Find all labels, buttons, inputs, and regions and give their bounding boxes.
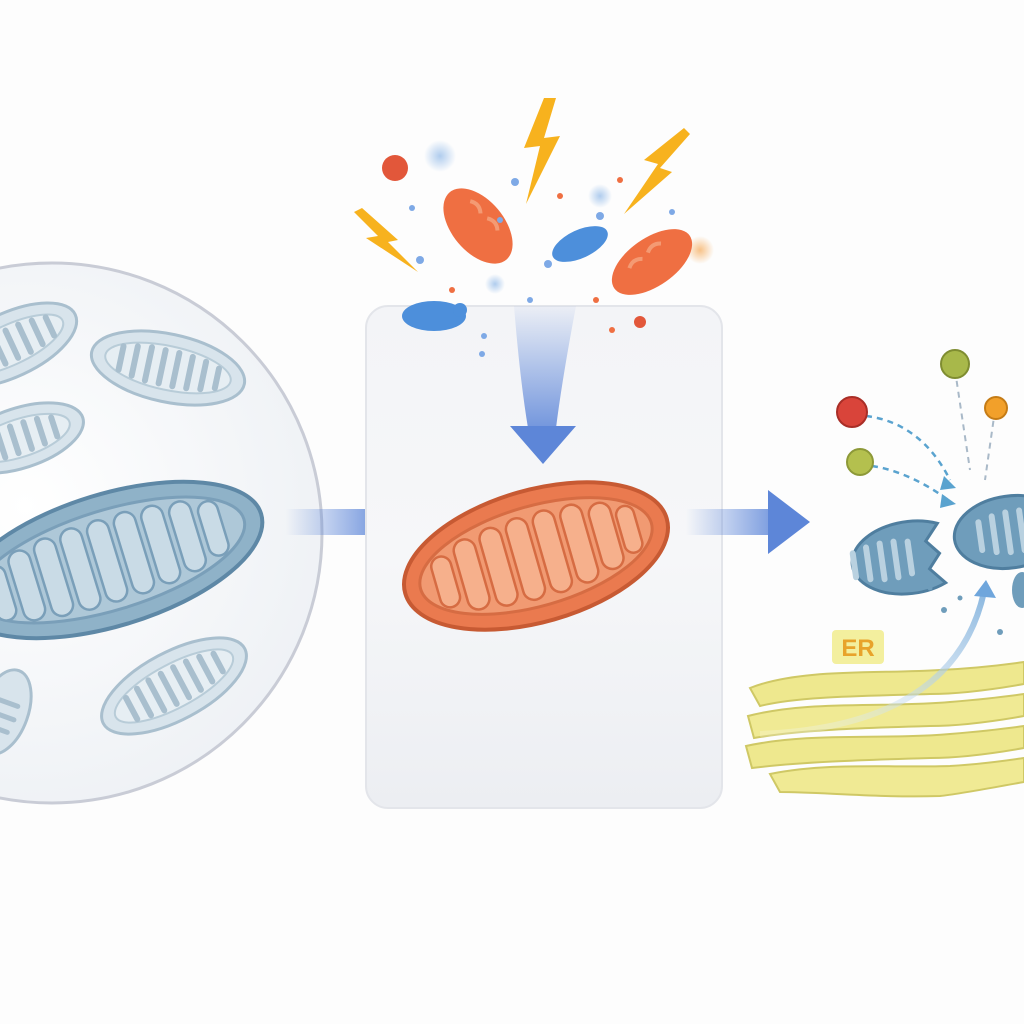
lightning-icon-3	[354, 208, 418, 272]
small-mitochondrion-5	[0, 668, 33, 756]
small-mitochondrion-1	[0, 301, 79, 389]
lightning-icon-1	[524, 98, 560, 204]
stressor-particle	[402, 301, 467, 331]
stressor-cloud	[354, 98, 714, 357]
signal-molecules	[836, 349, 1008, 635]
molecule-green	[846, 448, 874, 476]
small-mitochondrion-3	[0, 401, 85, 475]
stressor-specks	[409, 177, 675, 357]
mitochondrion-fragment-edge	[1012, 572, 1024, 608]
stressor-particle	[611, 229, 693, 295]
mitochondrion-fragment-left	[849, 519, 949, 596]
stressor-particle	[443, 188, 513, 264]
er-label: ER	[841, 635, 874, 662]
molecule-red	[836, 396, 868, 428]
stressor-particle	[552, 226, 608, 262]
molecule-orange	[984, 396, 1008, 420]
fission-stage: ER	[744, 349, 1024, 798]
stress-down-arrow	[510, 306, 576, 464]
stressor-particle	[634, 316, 646, 328]
small-mitochondrion-2	[89, 329, 247, 407]
stressor-particle	[382, 155, 408, 181]
er-label-tag: ER	[832, 630, 884, 664]
flow-arrow-2	[686, 490, 810, 554]
er-contact-arrow	[759, 591, 987, 737]
stressed-mitochondrion	[402, 480, 670, 632]
large-healthy-mitochondrion	[0, 479, 265, 641]
small-mitochondrion-4	[100, 636, 248, 736]
mitochondrion-fragment-right	[952, 494, 1024, 570]
lightning-icon-2	[624, 128, 690, 214]
healthy-cell	[0, 261, 324, 805]
molecule-olive	[940, 349, 970, 379]
